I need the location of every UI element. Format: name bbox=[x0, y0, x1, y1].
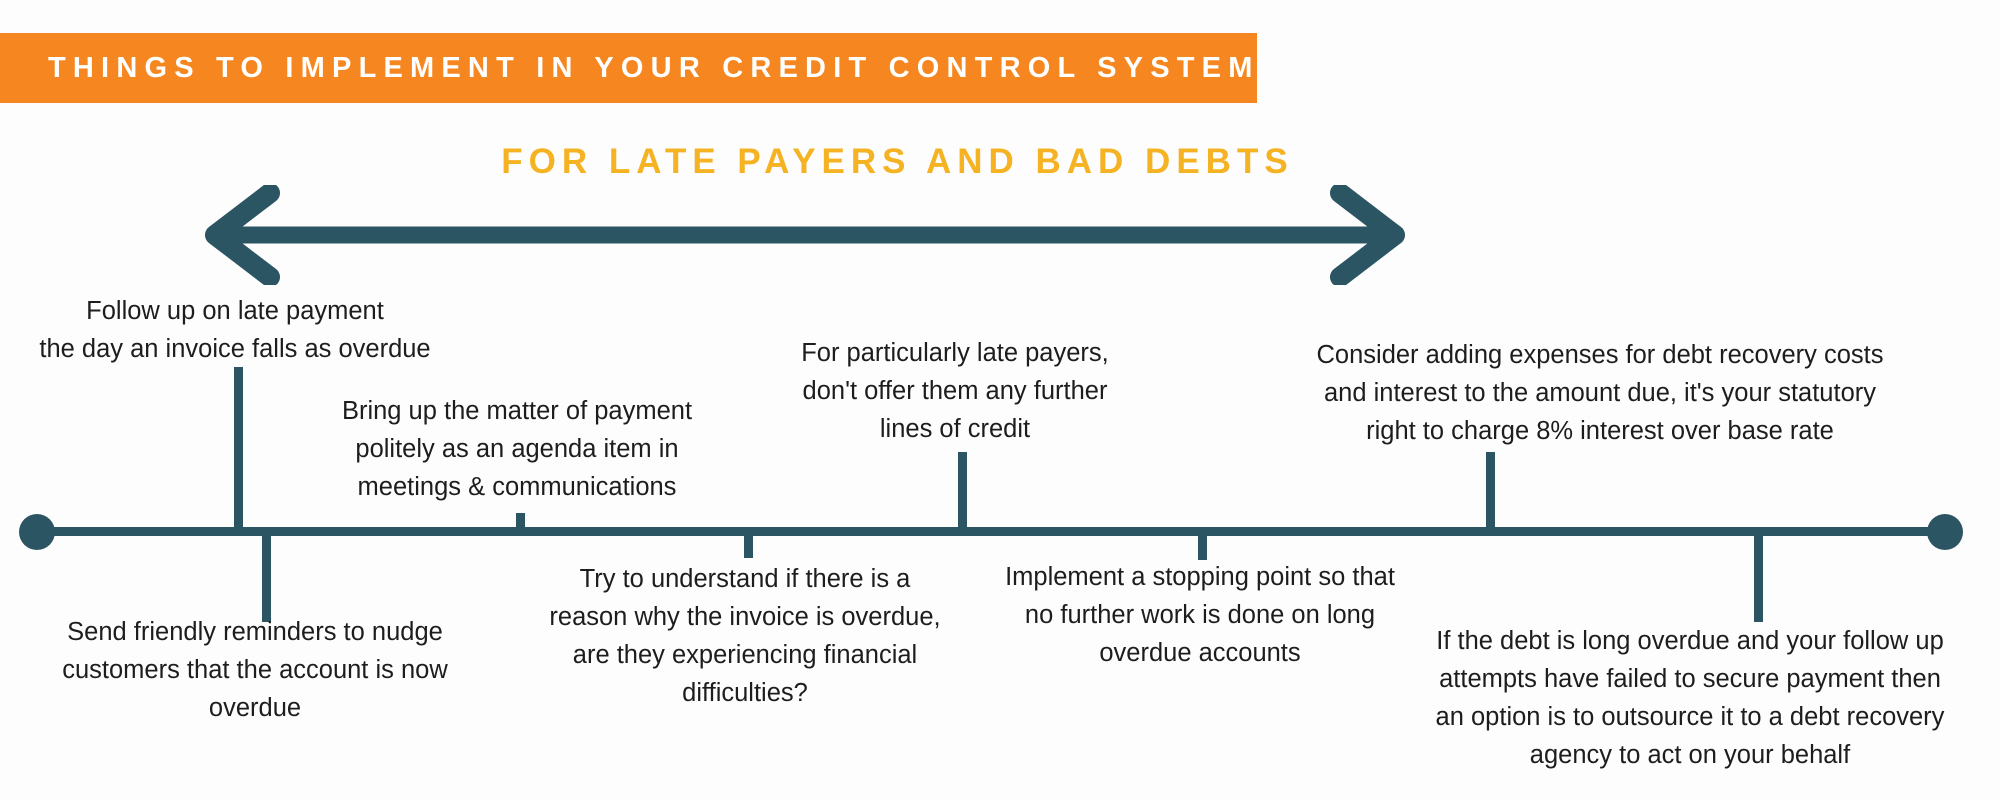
timeline-tick-3 bbox=[516, 513, 525, 533]
timeline-tick-1 bbox=[234, 367, 243, 532]
timeline-note-2: Send friendly reminders to nudge custome… bbox=[62, 618, 448, 722]
timeline-tick-2 bbox=[262, 532, 271, 622]
timeline-axis bbox=[37, 527, 1945, 536]
timeline-tick-4 bbox=[744, 532, 753, 558]
timeline-start-dot bbox=[19, 514, 55, 550]
timeline-tick-8 bbox=[1754, 532, 1763, 622]
page-title: THINGS TO IMPLEMENT IN YOUR CREDIT CONTR… bbox=[48, 51, 1260, 84]
timeline-tick-7 bbox=[1486, 452, 1495, 532]
double-headed-arrow-icon bbox=[205, 185, 1405, 285]
header-banner: THINGS TO IMPLEMENT IN YOUR CREDIT CONTR… bbox=[0, 33, 1257, 103]
timeline-note-1: Follow up on late payment the day an inv… bbox=[39, 297, 431, 363]
timeline-tick-6 bbox=[1198, 532, 1207, 560]
page-subtitle: FOR LATE PAYERS AND BAD DEBTS bbox=[501, 142, 1294, 181]
timeline-tick-5 bbox=[958, 452, 967, 532]
timeline-note-7: Consider adding expenses for debt recove… bbox=[1316, 341, 1884, 445]
timeline-note-5: For particularly late payers, don't offe… bbox=[801, 339, 1109, 443]
timeline-note-3: Bring up the matter of payment politely … bbox=[341, 397, 693, 501]
timeline-end-dot bbox=[1927, 514, 1963, 550]
timeline-note-8: If the debt is long overdue and your fol… bbox=[1435, 627, 1945, 769]
timeline-note-4: Try to understand if there is a reason w… bbox=[549, 565, 941, 707]
timeline-note-6: Implement a stopping point so that no fu… bbox=[1005, 563, 1395, 667]
